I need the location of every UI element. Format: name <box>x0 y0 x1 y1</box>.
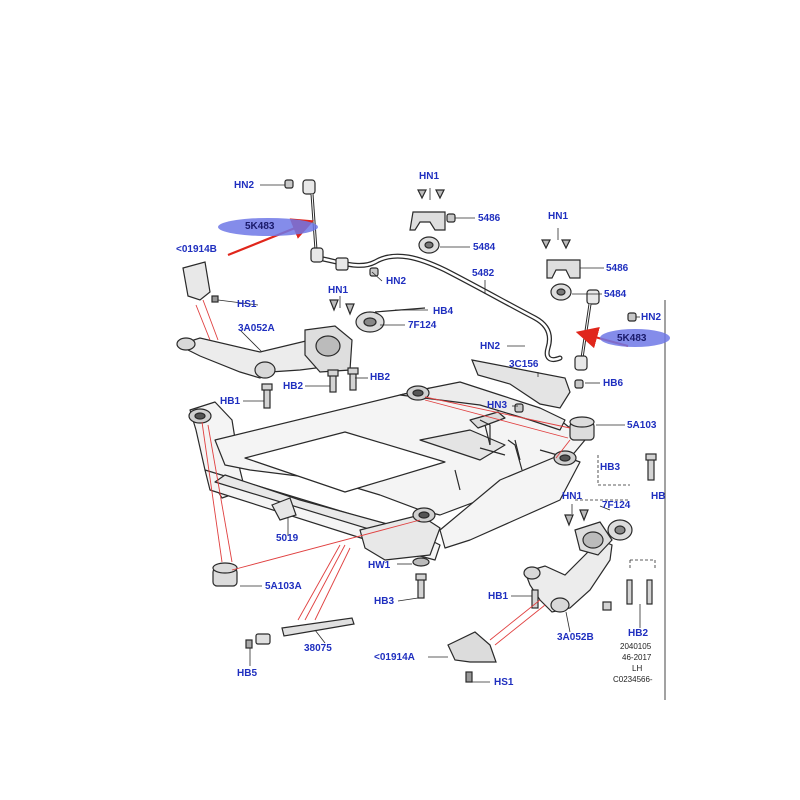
label-5019: 5019 <box>276 533 299 544</box>
label-hn2-top: HN2 <box>234 180 255 191</box>
drawing-ref-2: 46-2017 <box>622 653 652 662</box>
label-hb6: HB6 <box>603 378 624 389</box>
label-7f124-lower: 7F124 <box>602 500 631 511</box>
label-hb5: HB5 <box>237 668 258 679</box>
drawing-ref-1: 2040105 <box>620 642 652 651</box>
label-hb1-lower: HB1 <box>488 591 509 602</box>
label-hb4: HB4 <box>433 306 454 317</box>
label-3a052b: 3A052B <box>557 632 594 643</box>
label-5a103a: 5A103A <box>265 581 302 592</box>
label-hn1-mid: HN1 <box>328 285 349 296</box>
label-hs1-lower: HS1 <box>494 677 514 688</box>
bracket-01914a <box>447 631 497 683</box>
stabilizer-bar-inner <box>316 254 562 361</box>
label-5482: 5482 <box>472 268 495 279</box>
label-hw1: HW1 <box>368 560 391 571</box>
label-hn2-right: HN2 <box>641 312 662 323</box>
bolts-left <box>261 299 359 409</box>
highlight-5k483-left <box>218 218 318 236</box>
label-5486-b: 5486 <box>606 263 629 274</box>
label-hn3: HN3 <box>487 400 508 411</box>
label-hb2-mid: HB2 <box>283 381 304 392</box>
label-hb2-lower: HB2 <box>628 628 649 639</box>
bushing-7f124-lower <box>607 519 633 541</box>
lower-control-arm-right <box>523 521 613 613</box>
lower-control-arm-left <box>176 325 353 379</box>
label-7f124-mid: 7F124 <box>408 320 437 331</box>
bar-clamps-right <box>541 239 581 301</box>
part-5019 <box>271 497 297 521</box>
label-01914b: <01914B <box>176 244 217 255</box>
bar-clamps-center <box>409 189 456 254</box>
subframe-bushings <box>188 385 577 523</box>
strut-38075 <box>245 617 355 649</box>
label-5k483-right: 5K483 <box>617 333 647 344</box>
label-38075: 38075 <box>304 643 332 654</box>
label-5484-b: 5484 <box>604 289 627 300</box>
bushing-5a103 <box>212 416 595 587</box>
label-5486-a: 5486 <box>478 213 501 224</box>
red-leader-lines <box>195 299 571 646</box>
label-hb-edge: HB <box>651 491 666 502</box>
label-hs1-top: HS1 <box>237 299 257 310</box>
label-hn1-center: HN1 <box>419 171 440 182</box>
label-hn1-right: HN1 <box>548 211 569 222</box>
label-hn2-lower: HN2 <box>480 341 501 352</box>
hb3-bracket <box>575 455 656 570</box>
label-hb2b-mid: HB2 <box>370 372 391 383</box>
label-hb1-left: HB1 <box>220 396 241 407</box>
label-01914a: <01914A <box>374 652 415 663</box>
label-hn1-lower: HN1 <box>562 491 583 502</box>
subframe <box>189 381 586 561</box>
label-5484-a: 5484 <box>473 242 496 253</box>
label-5a103-right: 5A103 <box>627 420 657 431</box>
label-3c156: 3C156 <box>509 359 539 370</box>
bolts-right <box>412 453 657 611</box>
leader-lines <box>217 184 641 683</box>
label-hn2-bar: HN2 <box>386 276 407 287</box>
label-3a052a: 3A052A <box>238 323 275 334</box>
highlight-5k483-right <box>600 329 670 347</box>
label-5k483-top: 5K483 <box>245 221 275 232</box>
label-hb3-right: HB3 <box>600 462 621 473</box>
drawing-ref-4: C0234566- <box>613 675 653 684</box>
label-hb3-lower: HB3 <box>374 596 395 607</box>
drawing-ref-3: LH <box>632 664 643 673</box>
bracket-01914b <box>182 261 219 303</box>
